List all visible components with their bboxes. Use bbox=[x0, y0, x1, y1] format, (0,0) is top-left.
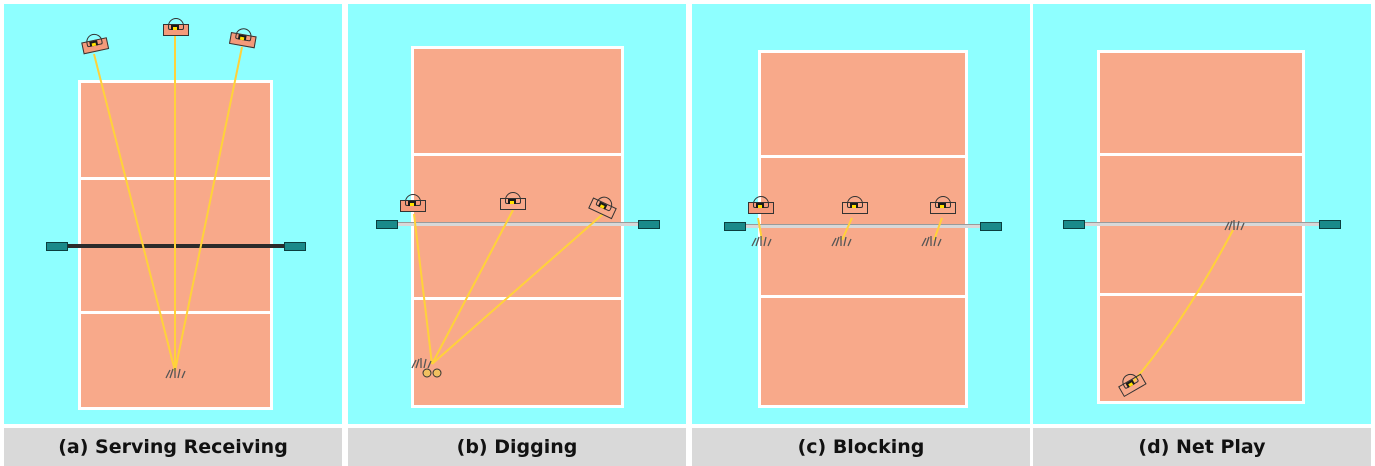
net bbox=[1085, 222, 1319, 226]
court-line bbox=[761, 155, 965, 158]
net bbox=[746, 224, 980, 228]
panel-blocking bbox=[692, 4, 1030, 424]
net-post-icon bbox=[376, 220, 398, 229]
glove-icon bbox=[1224, 220, 1245, 231]
net bbox=[66, 244, 288, 248]
robot-icon bbox=[398, 194, 426, 216]
trajectory-lines bbox=[413, 209, 604, 365]
glove-icon bbox=[165, 368, 186, 379]
robot-icon bbox=[928, 196, 956, 218]
court-line bbox=[414, 153, 621, 156]
net-post-icon bbox=[724, 222, 746, 231]
court bbox=[758, 50, 968, 408]
glove-icon bbox=[411, 358, 432, 369]
net-post-icon bbox=[284, 242, 306, 251]
robot-icon bbox=[161, 18, 189, 40]
court-line bbox=[761, 295, 965, 298]
trajectory-lines bbox=[1132, 229, 1234, 383]
robot-icon bbox=[498, 192, 526, 214]
net-post-icon bbox=[1063, 220, 1085, 229]
court-line bbox=[414, 297, 621, 300]
robot-icon bbox=[226, 26, 257, 53]
glove-icon bbox=[751, 236, 772, 247]
robot-icon bbox=[840, 196, 868, 218]
caption-b: (b) Digging bbox=[348, 428, 686, 466]
net-post-icon bbox=[638, 220, 660, 229]
glove-icon bbox=[831, 236, 852, 247]
court-line bbox=[1100, 153, 1302, 156]
caption-c: (c) Blocking bbox=[692, 428, 1030, 466]
caption-d: (d) Net Play bbox=[1033, 428, 1371, 466]
volleyball-icon bbox=[422, 368, 442, 378]
robot-icon bbox=[746, 196, 774, 218]
net bbox=[398, 222, 638, 226]
net-post-icon bbox=[1319, 220, 1341, 229]
net-post-icon bbox=[46, 242, 68, 251]
net-post-icon bbox=[980, 222, 1002, 231]
panel-serving-receiving bbox=[4, 4, 342, 424]
trajectory-lines bbox=[93, 34, 243, 372]
court-line bbox=[1100, 293, 1302, 296]
glove-icon bbox=[921, 236, 942, 247]
panel-net-play bbox=[1033, 4, 1371, 424]
caption-a: (a) Serving Receiving bbox=[4, 428, 342, 466]
court bbox=[1097, 50, 1305, 404]
panel-digging bbox=[348, 4, 686, 424]
